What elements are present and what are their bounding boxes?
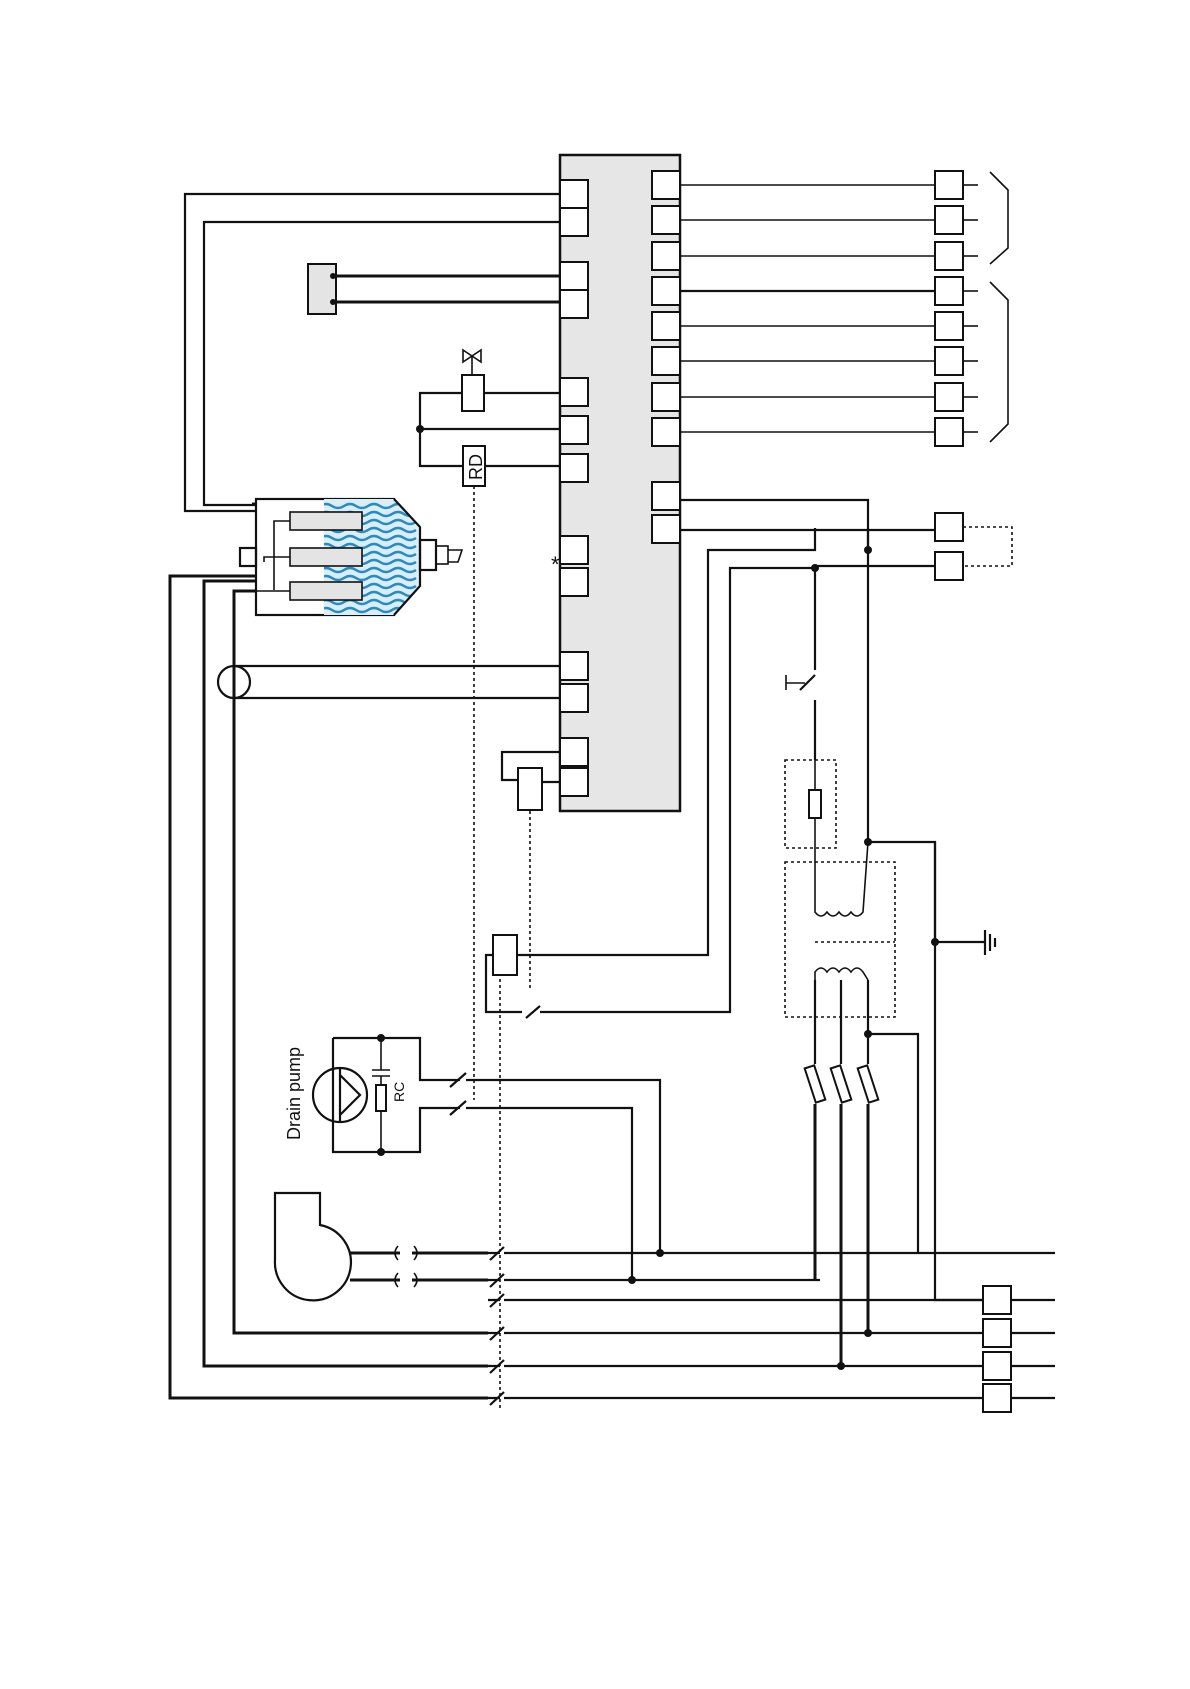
main-contactor bbox=[488, 1294, 1055, 1405]
rd-label: RD bbox=[466, 454, 486, 480]
steam-cylinder bbox=[240, 499, 462, 615]
controller-board: * bbox=[551, 155, 680, 811]
blower-fan-icon bbox=[275, 1193, 351, 1300]
primary-fuses bbox=[805, 1065, 879, 1112]
controller-right-terminals bbox=[652, 171, 680, 543]
power-supply-section bbox=[680, 500, 995, 1370]
signal-terminal-block bbox=[680, 171, 1008, 446]
blower-fan bbox=[275, 1193, 1055, 1300]
humidity-sensor bbox=[308, 264, 560, 314]
fill-valve bbox=[416, 350, 560, 466]
heater-load-wires bbox=[170, 576, 488, 1398]
earth-ground-icon bbox=[985, 930, 995, 955]
rc-label: RC bbox=[391, 1082, 407, 1102]
drain-pump-label: Drain pump bbox=[284, 1047, 304, 1140]
asterisk-label: * bbox=[551, 552, 560, 577]
level-probe-wires bbox=[185, 194, 560, 511]
drain-pump: Drain pump RC bbox=[284, 1034, 664, 1284]
mains-terminal-block bbox=[983, 1286, 1011, 1412]
fuse-icon bbox=[809, 790, 821, 818]
rd-component: RD bbox=[463, 446, 560, 486]
remote-enable-terminals bbox=[935, 513, 1012, 580]
current-sensor bbox=[218, 666, 560, 698]
contactor-coil bbox=[502, 752, 560, 810]
